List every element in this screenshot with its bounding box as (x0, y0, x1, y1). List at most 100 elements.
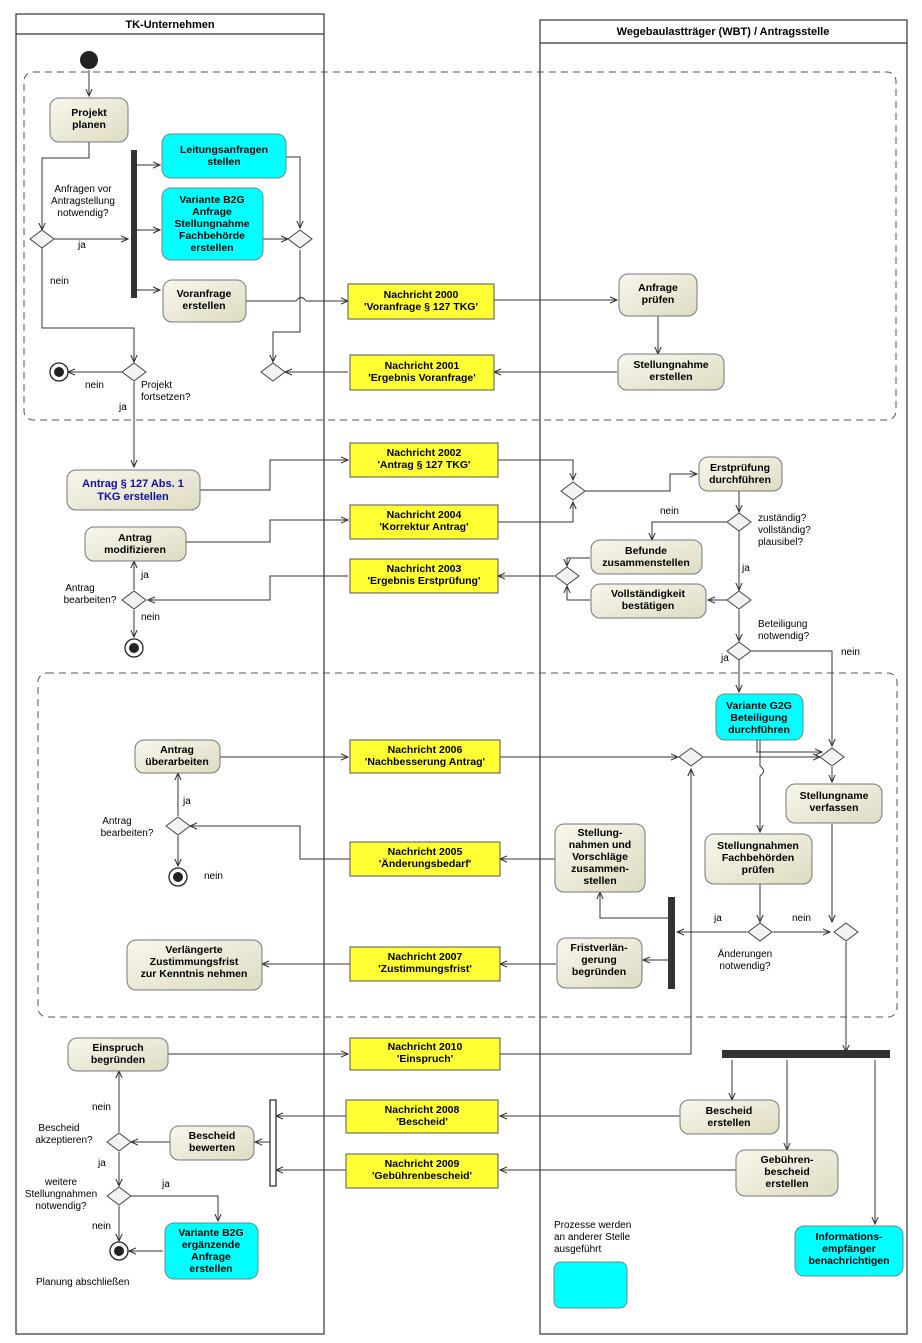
svg-text:ja: ja (161, 1179, 170, 1190)
message-2003 (349, 558, 499, 594)
activity-einspruch (67, 1037, 169, 1072)
external-actions (161, 133, 904, 1309)
merge-diamond (287, 229, 313, 249)
svg-text:Nachricht 2002'Antrag § 127 TK: Nachricht 2002'Antrag § 127 TKG' (377, 447, 470, 471)
activity-bescheid-bewerten (169, 1125, 255, 1161)
decision-diamond (726, 641, 752, 661)
svg-text:Nachricht 2010'Einspruch': Nachricht 2010'Einspruch' (388, 1041, 463, 1065)
activity-voranfrage (162, 279, 247, 323)
svg-text:nein: nein (50, 276, 69, 287)
decision-diamond (106, 1186, 132, 1206)
activity-informationsempfaenger (794, 1225, 904, 1277)
activity-leitungsanfragen (161, 133, 287, 179)
activity-vollstaendigkeit (590, 583, 707, 619)
fork-bar (131, 150, 137, 298)
svg-text:nein: nein (792, 913, 811, 924)
svg-text:Nachricht 2001'Ergebnis Voranf: Nachricht 2001'Ergebnis Voranfrage' (368, 360, 476, 384)
svg-text:nein: nein (92, 1221, 111, 1232)
activity-antrag-modifizieren (84, 526, 187, 562)
activity-projekt-planen (49, 97, 129, 143)
svg-text:Nachricht 2008'Bescheid': Nachricht 2008'Bescheid' (385, 1104, 460, 1128)
activity-verlaengerte-frist (126, 939, 263, 991)
merge-diamond (554, 566, 580, 586)
message-2004 (349, 504, 499, 540)
svg-text:ja: ja (97, 1158, 106, 1169)
message-2006 (349, 739, 501, 774)
svg-text:Nachricht 2003'Ergebnis Erstpr: Nachricht 2003'Ergebnis Erstprüfung' (368, 563, 481, 587)
dashed-regions (23, 71, 898, 1018)
activity-variante-b2g-ergaenzende (164, 1222, 259, 1280)
svg-text:Nachricht 2006'Nachbesserung A: Nachricht 2006'Nachbesserung Antrag' (365, 744, 485, 768)
svg-text:Nachricht 2007'Zustimmungsfris: Nachricht 2007'Zustimmungsfrist' (378, 951, 472, 975)
swimlanes: TK-Unternehmen Wegebaulastträger (WBT) /… (15, 13, 908, 1335)
activity-antrag-ueberarbeiten (134, 739, 221, 774)
actions (49, 97, 883, 1197)
activity-stellungnahme-erstellen (617, 353, 725, 391)
decision-diamond (726, 512, 752, 532)
decision-diamond (747, 922, 773, 942)
decision-diamond (121, 362, 147, 382)
merge-diamond (819, 747, 845, 767)
activity-variante-g2g (715, 693, 804, 741)
decision-diamond (121, 590, 147, 610)
svg-text:nein: nein (204, 871, 223, 882)
svg-text:Nachricht 2009'Gebührenbeschei: Nachricht 2009'Gebührenbescheid' (372, 1158, 472, 1182)
svg-text:Nachricht 2005'Änderungsbedarf: Nachricht 2005'Änderungsbedarf' (379, 846, 472, 870)
svg-text:nein: nein (141, 612, 160, 623)
legend-external-box (553, 1261, 628, 1309)
merge-diamond (678, 747, 704, 767)
svg-text:nein: nein (841, 647, 860, 658)
svg-text:nein: nein (92, 1102, 111, 1113)
activity-stellungnahmen-fachbehoerden (704, 833, 813, 885)
decision-nodes (29, 229, 859, 1206)
svg-text:Planung abschließen: Planung abschließen (36, 1277, 129, 1288)
message-2008 (345, 1099, 499, 1134)
activity-befunde (590, 539, 703, 575)
message-2009 (345, 1153, 499, 1189)
activity-anfrage-pruefen (618, 273, 698, 317)
message-labels: Nachricht 2000'Voranfrage § 127 TKG' Nac… (364, 289, 485, 1182)
activity-antrag-erstellen (66, 469, 201, 511)
message-2001 (349, 354, 495, 391)
decision-diamond (29, 229, 55, 249)
decision-diamond (106, 1132, 132, 1152)
decision-diamond (165, 816, 191, 836)
fork-bar (668, 897, 675, 989)
svg-text:nein: nein (85, 380, 104, 391)
svg-text:zuständig?vollständig?plausibe: zuständig?vollständig?plausibel? (758, 513, 811, 548)
activity-bescheid-erstellen (679, 1099, 780, 1135)
merge-diamond (560, 481, 586, 501)
svg-text:ja: ja (182, 796, 191, 807)
message-2007 (349, 946, 501, 982)
activity-stellungname-verfassen (785, 783, 883, 824)
svg-text:ja: ja (713, 913, 722, 924)
merge-diamond (726, 590, 752, 610)
svg-text:ja: ja (140, 570, 149, 581)
svg-text:Nachricht 2004'Korrektur Antra: Nachricht 2004'Korrektur Antrag' (379, 509, 468, 533)
